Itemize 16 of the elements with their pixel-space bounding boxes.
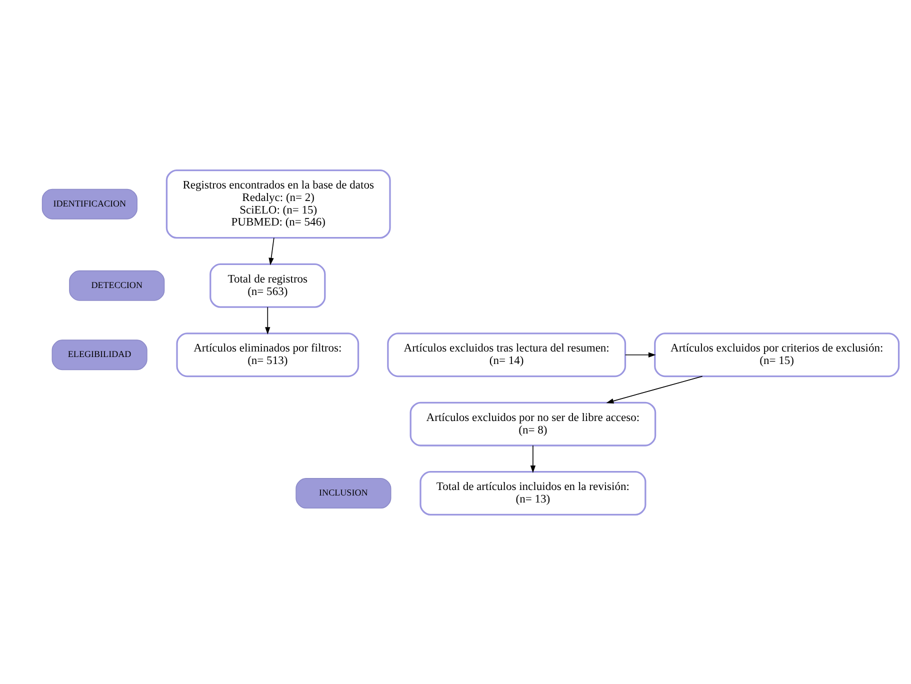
node-box: Registros encontrados en la base de datos Redalyc: (n= 2) SciELO: (n= 15) PUBMED: (n= 546) [166,168,391,238]
node-box: Artículos excluidos tras lectura del resumen: (n= 14) [387,332,626,377]
node-box: ELEGIBILIDAD [52,339,148,370]
node-box: Artículos eliminados por filtros: (n= 513) [176,332,360,377]
node-box: INCLUSION [296,478,392,508]
node-box: Total de registros (n= 563) [210,262,326,308]
arrow [606,375,703,403]
arrow [268,236,274,265]
arrow [624,352,656,357]
node-box: Artículos excluidos por criterios de exclusión: (n= 15) [654,332,900,377]
node-box: DETECCION [69,270,165,300]
node-box: Artículos excluidos por no ser de libre acceso: (n= 8) [410,401,656,446]
arrow [265,306,270,334]
node-box: IDENTIFICACION [42,188,138,219]
arrow [530,444,536,472]
node-box: Total de artículos incluidos en la revisión: (n= 13) [420,470,646,516]
